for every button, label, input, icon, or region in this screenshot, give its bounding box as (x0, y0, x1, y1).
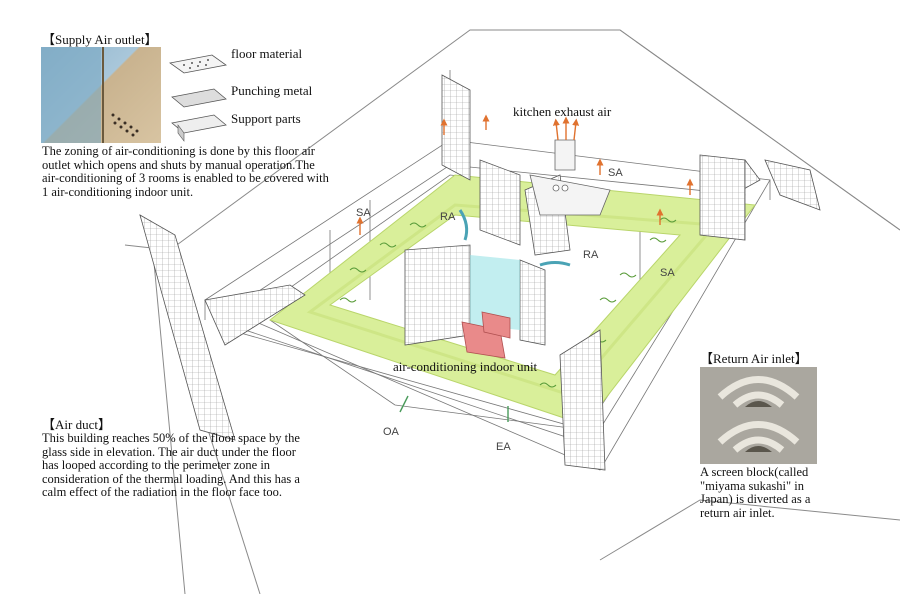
ea-label: EA (496, 441, 511, 453)
ra-label-right: RA (583, 249, 599, 261)
indoor-unit-flow (458, 209, 571, 359)
air-duct-description: This building reaches 50% of the floor s… (42, 431, 300, 499)
kitchen-exhaust-label: kitchen exhaust air (513, 104, 612, 119)
part-punching-metal: Punching metal (231, 83, 313, 98)
sa-label-right: SA (660, 267, 675, 279)
ra-label-left: RA (440, 211, 456, 223)
supply-outlet-description: The zoning of air-conditioning is done b… (42, 144, 329, 199)
return-inlet-photo (700, 367, 817, 464)
air-duct-title: 【Air duct】 (42, 417, 111, 432)
supply-outlet-title: 【Supply Air outlet】 (42, 32, 158, 47)
diagram-labels: SA SA SA RA RA OA EA (356, 167, 675, 453)
return-inlet-title: 【Return Air inlet】 (700, 351, 808, 366)
oa-label: OA (383, 426, 400, 438)
exhaust-arrows (356, 114, 694, 235)
return-inlet-description: A screen block(called "miyama sukashi" i… (700, 465, 811, 520)
sa-label-top: SA (608, 167, 623, 179)
outlet-parts-sketch (169, 54, 227, 142)
supply-outlet-photo (41, 47, 161, 143)
part-floor-material: floor material (231, 46, 303, 61)
sa-label-left: SA (356, 207, 371, 219)
kitchen-counter (529, 139, 611, 216)
oa-ea-arrows (399, 395, 509, 422)
indoor-unit-label: air-conditioning indoor unit (393, 359, 538, 374)
part-support-parts: Support parts (231, 111, 301, 126)
